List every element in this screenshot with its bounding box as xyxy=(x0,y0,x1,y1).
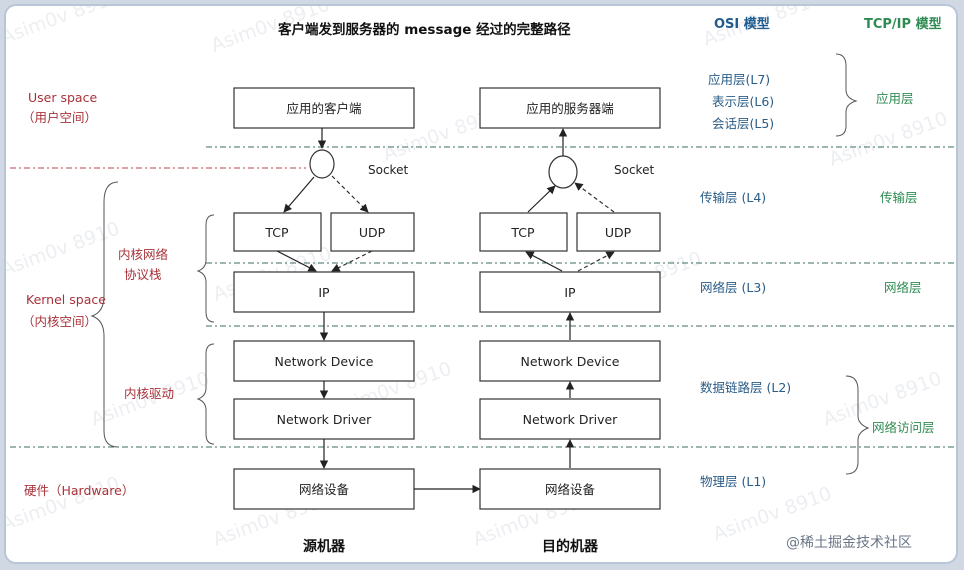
arrow-socket-to-tcp xyxy=(283,176,315,213)
dest-socket-circle xyxy=(548,155,578,189)
application-bracket xyxy=(835,53,858,137)
source-socket-circle xyxy=(309,149,335,179)
dest-udp-label: UDP xyxy=(605,225,632,240)
source-ip-label: IP xyxy=(318,285,330,300)
tcpip-network-label: 网络层 xyxy=(884,280,922,295)
kernel-stack-label-2: 协议栈 xyxy=(124,267,162,282)
osi-model-header: OSI 模型 xyxy=(714,16,770,32)
arrow-udp-to-socket xyxy=(574,182,615,213)
source-ip-box xyxy=(233,271,415,313)
source-tcp-label: TCP xyxy=(264,225,289,240)
source-socket-label: Socket xyxy=(368,163,408,177)
dest-app-label: 应用的服务器端 xyxy=(526,101,614,116)
arrow-socket-to-udp xyxy=(331,175,369,213)
osi-l1-label: 物理层 (L1) xyxy=(700,474,766,489)
watermark: Asim0v 8910 xyxy=(6,472,123,535)
network-access-bracket xyxy=(845,375,870,475)
source-driver-label: Network Driver xyxy=(277,412,372,427)
diagram-title: 客户端发到服务器的 message 经过的完整路径 xyxy=(277,21,571,38)
network-path-diagram: Asim0v 8910 Asim0v 8910 Asim0v 8910 Asim… xyxy=(6,6,954,555)
osi-l2-label: 数据链路层 (L2) xyxy=(700,380,791,395)
osi-l4-label: 传输层 (L4) xyxy=(700,190,766,205)
watermark: Asim0v 8910 xyxy=(6,6,123,49)
arrow-ip-to-tcp xyxy=(525,251,563,272)
osi-l6-label: 表示层(L6) xyxy=(712,94,774,109)
dest-tcp-label: TCP xyxy=(510,225,535,240)
tcpip-access-label: 网络访问层 xyxy=(872,420,935,435)
source-hw-label: 网络设备 xyxy=(299,482,350,497)
arrow-tcp-to-socket xyxy=(527,185,556,213)
watermark: Asim0v 8910 xyxy=(6,217,123,280)
kernel-driver-bracket xyxy=(196,343,215,445)
source-udp-box xyxy=(330,212,415,252)
source-machine: 应用的客户端 Socket TCP UDP IP Network Device … xyxy=(233,87,415,555)
dest-hw-box xyxy=(479,468,661,510)
dest-app-box xyxy=(479,87,661,129)
source-credit: @稀土掘金技术社区 xyxy=(786,535,912,551)
diagram-frame: Asim0v 8910 Asim0v 8910 Asim0v 8910 Asim… xyxy=(6,6,956,562)
dest-tcp-box xyxy=(479,212,568,252)
tcpip-app-label: 应用层 xyxy=(876,91,914,106)
arrow-ip-to-udp xyxy=(577,251,615,272)
kernel-stack-label-1: 内核网络 xyxy=(118,247,169,262)
tcpip-model-header: TCP/IP 模型 xyxy=(864,16,942,32)
source-app-label: 应用的客户端 xyxy=(286,101,361,116)
arrow-tcp-to-ip xyxy=(276,250,317,272)
kernel-driver-label: 内核驱动 xyxy=(124,386,174,401)
hardware-label: 硬件（Hardware） xyxy=(24,483,134,498)
source-hw-box xyxy=(233,468,415,510)
watermark: Asim0v 8910 xyxy=(826,107,950,170)
arrow-udp-to-ip xyxy=(331,250,373,272)
source-udp-label: UDP xyxy=(359,225,386,240)
dest-socket-label: Socket xyxy=(614,163,654,177)
source-machine-label: 源机器 xyxy=(303,538,346,555)
dest-ip-box xyxy=(479,271,661,313)
source-driver-box xyxy=(233,398,415,440)
kernel-space-label: Kernel space xyxy=(26,292,106,307)
dest-machine-label: 目的机器 xyxy=(542,538,599,555)
source-app-box xyxy=(233,87,415,129)
destination-machine: 应用的服务器端 Socket TCP UDP IP Network Device… xyxy=(479,87,661,555)
tcpip-transport-label: 传输层 xyxy=(880,190,918,205)
osi-l3-label: 网络层 (L3) xyxy=(700,280,766,295)
dest-udp-box xyxy=(576,212,661,252)
dest-device-box xyxy=(479,340,661,382)
kernel-space-cn-label: （内核空间） xyxy=(22,314,97,329)
source-tcp-box xyxy=(233,212,322,252)
kernel-stack-bracket xyxy=(196,214,215,323)
dest-driver-box xyxy=(479,398,661,440)
user-space-label: User space xyxy=(28,90,97,105)
source-device-label: Network Device xyxy=(275,354,374,369)
dest-driver-label: Network Driver xyxy=(523,412,618,427)
dest-device-label: Network Device xyxy=(521,354,620,369)
dest-hw-label: 网络设备 xyxy=(545,482,596,497)
kernel-space-bracket xyxy=(90,181,119,448)
osi-l7-label: 应用层(L7) xyxy=(708,72,770,87)
user-space-cn-label: （用户空间） xyxy=(22,110,97,125)
dest-ip-label: IP xyxy=(564,285,576,300)
source-device-box xyxy=(233,340,415,382)
osi-l5-label: 会话层(L5) xyxy=(712,116,774,131)
